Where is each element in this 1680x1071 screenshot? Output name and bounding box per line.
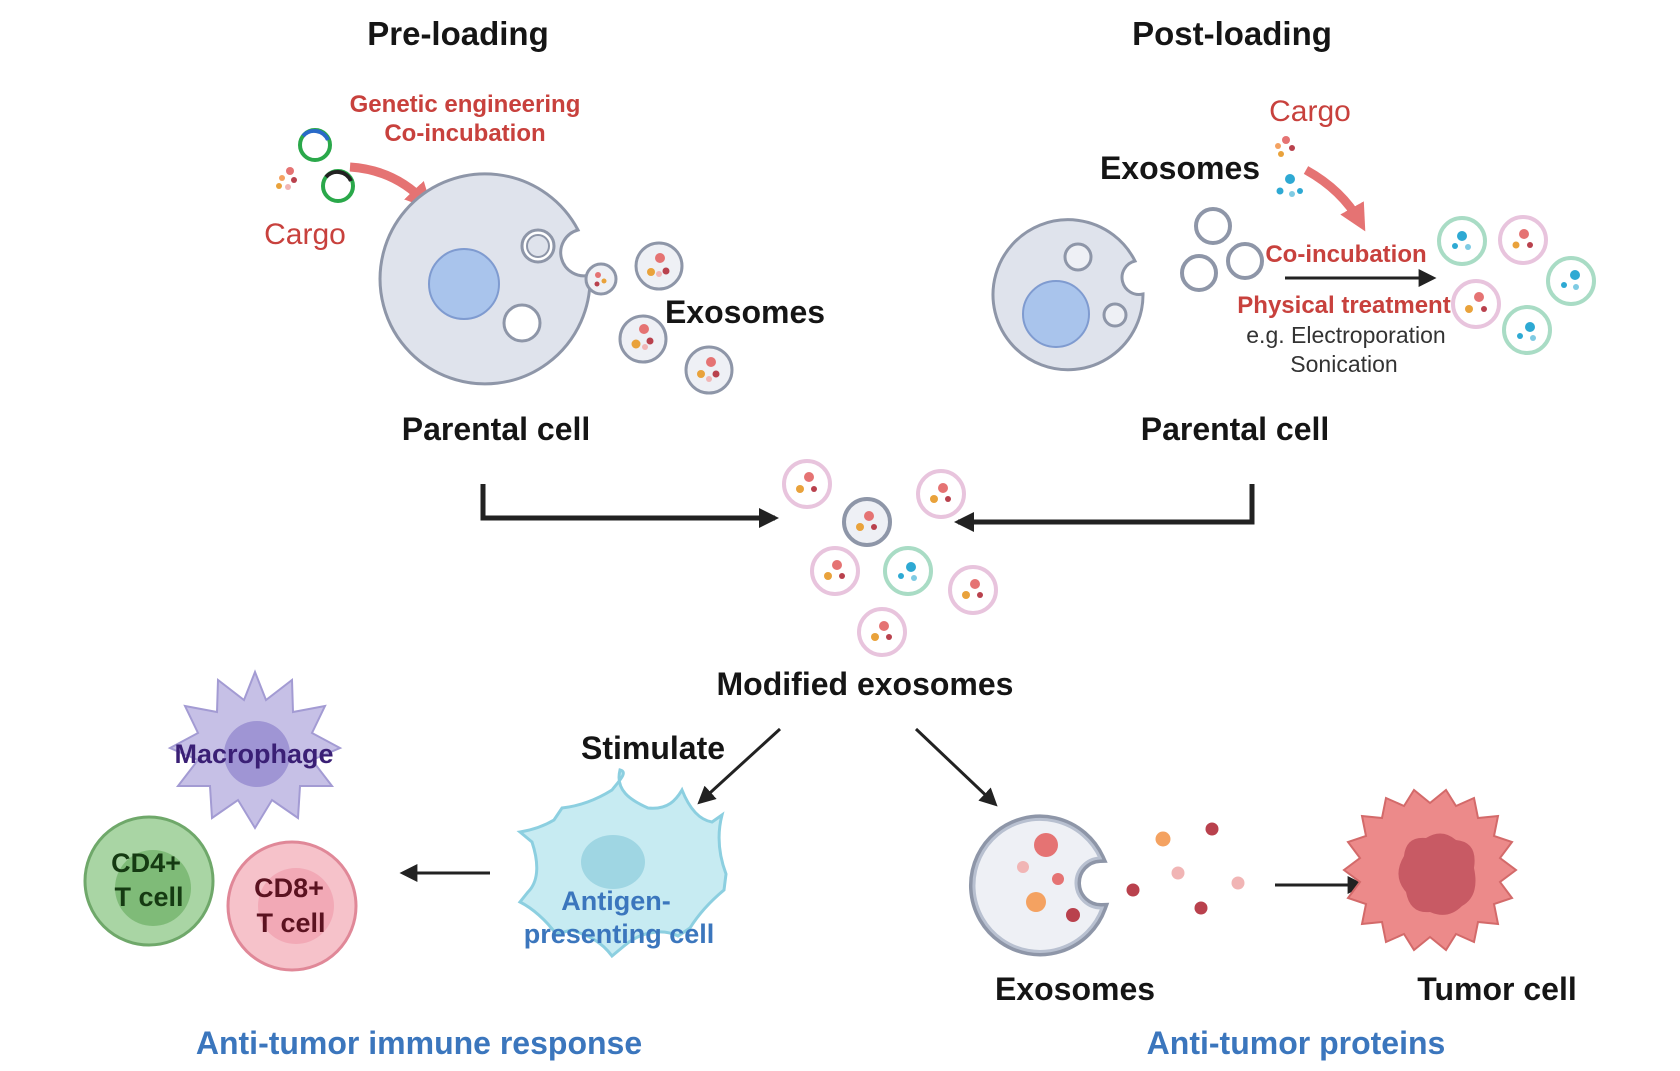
macrophage-cell: [167, 669, 343, 830]
exosome-cluster-pre: [584, 241, 734, 395]
immune-response-caption: Anti-tumor immune response: [196, 1025, 642, 1061]
apc-label-line2: presenting cell: [524, 919, 715, 949]
cd8-label-line1: CD8+: [254, 873, 324, 903]
cd4-t-cell: [83, 815, 215, 947]
tumor-exosomes-label: Exosomes: [995, 971, 1155, 1007]
to-tumor-exosome-arrow: [914, 727, 998, 807]
cargo-icon: [276, 167, 297, 190]
parental-cell-post: [991, 218, 1145, 372]
pre-parental-cell-label: Parental cell: [402, 411, 591, 447]
antigen-presenting-cell: [516, 768, 728, 959]
modified-exosomes-label: Modified exosomes: [717, 666, 1014, 702]
pre-methods-line1: Genetic engineering: [350, 91, 581, 118]
loaded-exosomes-post: [1437, 215, 1596, 355]
anti-tumor-proteins-caption: Anti-tumor proteins: [1147, 1025, 1446, 1061]
post-to-modified-arrow: [954, 484, 1255, 532]
cd8-label-line2: T cell: [256, 908, 325, 938]
post-exosomes-label: Exosomes: [1100, 150, 1260, 186]
pre-exosomes-label: Exosomes: [665, 294, 825, 330]
pre-methods-line2: Co-incubation: [384, 120, 545, 147]
pre-to-modified-arrow: [480, 484, 779, 528]
cd4-label-line2: T cell: [114, 882, 183, 912]
physical-treatment-label: Physical treatment: [1237, 292, 1450, 319]
example-line2: Sonication: [1290, 351, 1397, 377]
post-loading-arrow: [1303, 166, 1366, 232]
tumor-cell-label: Tumor cell: [1417, 971, 1576, 1007]
example-line1: e.g. Electroporation: [1246, 322, 1445, 348]
pre-loading-heading: Pre-loading: [367, 15, 549, 52]
tumor-cell: [1342, 788, 1518, 952]
post-cargo-label: Cargo: [1269, 95, 1351, 128]
pre-cargo-label: Cargo: [264, 218, 346, 251]
modified-exosome-cluster: [782, 459, 998, 657]
plasmid-icon: [298, 128, 355, 203]
released-proteins: [1126, 822, 1245, 915]
stimulate-label: Stimulate: [581, 730, 725, 766]
post-loading-heading: Post-loading: [1132, 15, 1332, 52]
pre-loading-arrow: [349, 162, 433, 210]
apc-label-line1: Antigen-: [561, 886, 670, 916]
macrophage-label: Macrophage: [174, 739, 333, 769]
co-incubation-label: Co-incubation: [1265, 241, 1426, 268]
parental-cell-pre: [378, 172, 592, 386]
post-parental-cell-label: Parental cell: [1141, 411, 1330, 447]
empty-exosomes: [1180, 207, 1264, 292]
cargo-icon-post: [1275, 136, 1303, 197]
exosome-release-cell: [969, 814, 1110, 957]
to-apc-arrow: [697, 727, 782, 805]
cd4-label-line1: CD4+: [111, 848, 181, 878]
cd8-t-cell: [226, 840, 358, 972]
